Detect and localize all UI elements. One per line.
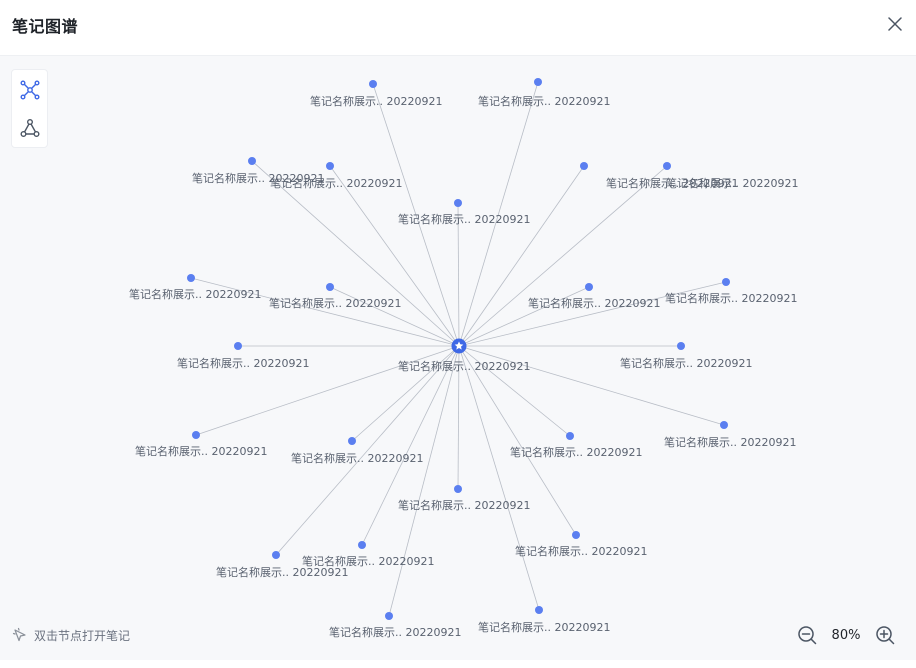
graph-edge (329, 165, 460, 347)
graph-node[interactable] (566, 432, 574, 440)
graph-node[interactable] (385, 612, 393, 620)
graph-node-label: 笔记名称展示.. 20220921 (528, 296, 660, 310)
graph-edge (457, 345, 460, 490)
graph-node-label: 笔记名称展示.. 20220921 (398, 212, 530, 226)
graph-node-label: 笔记名称展示.. 20220921 (310, 94, 442, 108)
graph-node[interactable] (720, 421, 728, 429)
hint-text: 双击节点打开笔记 (34, 628, 131, 643)
graph-node[interactable] (192, 431, 200, 439)
graph-node-label: 笔记名称展示.. 20220921 (510, 445, 642, 459)
graph-node-label: 笔记名称展示.. 20220921 (666, 176, 798, 190)
graph-edges (190, 81, 727, 617)
center-node-label: 笔记名称展示.. 20220921 (398, 359, 530, 373)
graph-node[interactable] (454, 485, 462, 493)
zoom-in-icon[interactable] (874, 624, 896, 646)
graph-node[interactable] (187, 274, 195, 282)
zoom-control: 80% (796, 624, 896, 646)
center-node[interactable]: 笔记名称展示.. 20220921 (398, 338, 530, 374)
graph-node-label: 笔记名称展示.. 20220921 (478, 94, 610, 108)
graph-edge (458, 165, 668, 347)
graph-node[interactable] (326, 283, 334, 291)
graph-edge (195, 345, 460, 436)
graph-edge (458, 345, 577, 536)
radial-layout-icon[interactable] (18, 78, 42, 102)
graph-node-label: 笔记名称展示.. 20220921 (192, 171, 324, 185)
graph-node-label: 笔记名称展示.. 20220921 (177, 356, 309, 370)
graph-edge (457, 202, 460, 347)
graph-node[interactable] (248, 157, 256, 165)
graph-node[interactable] (663, 162, 671, 170)
graph-node-label: 笔记名称展示.. 20220921 (606, 176, 738, 190)
graph-edge (372, 83, 460, 347)
graph-node-label: 笔记名称展示.. 20220921 (291, 451, 423, 465)
graph-node[interactable] (535, 606, 543, 614)
graph-node-label: 笔记名称展示.. 20220921 (329, 625, 461, 639)
graph-node[interactable] (572, 531, 580, 539)
graph-edge (251, 160, 460, 347)
graph-edge (329, 286, 460, 347)
star-icon (454, 341, 464, 350)
graph-edge (458, 281, 727, 347)
graph-edge (361, 345, 460, 546)
graph-node[interactable] (722, 278, 730, 286)
graph-node-label: 笔记名称展示.. 20220921 (135, 444, 267, 458)
zoom-out-icon[interactable] (796, 624, 818, 646)
graph-edge (458, 345, 725, 426)
graph-node-label: 笔记名称展示.. 20220921 (216, 565, 348, 579)
graph-edge (190, 277, 460, 347)
graph-node[interactable] (677, 342, 685, 350)
page-title: 笔记图谱 (12, 17, 79, 36)
graph-edge (458, 165, 585, 347)
graph-node[interactable] (234, 342, 242, 350)
pointer-click-icon (12, 627, 26, 642)
graph-node-label: 笔记名称展示.. 20220921 (129, 287, 261, 301)
dialog-header: 笔记图谱 (0, 0, 916, 56)
graph-node[interactable] (534, 78, 542, 86)
graph-node[interactable] (326, 162, 334, 170)
graph-node[interactable] (348, 437, 356, 445)
force-layout-icon[interactable] (18, 116, 42, 140)
graph-edge (275, 345, 460, 556)
graph-node-label: 笔记名称展示.. 20220921 (515, 544, 647, 558)
graph-node-label: 笔记名称展示.. 20220921 (478, 620, 610, 634)
graph-edge (458, 345, 571, 437)
graph-edge (458, 286, 590, 347)
graph-edge (458, 81, 539, 347)
graph-node-label: 笔记名称展示.. 20220921 (664, 435, 796, 449)
graph-edge (388, 345, 460, 617)
layout-toolbar (11, 69, 48, 148)
graph-node-label: 笔记名称展示.. 20220921 (269, 296, 401, 310)
graph-node[interactable] (585, 283, 593, 291)
graph-node-label: 笔记名称展示.. 20220921 (665, 291, 797, 305)
graph-node[interactable] (580, 162, 588, 170)
graph-edge (351, 345, 460, 442)
graph-node[interactable] (369, 80, 377, 88)
graph-node-label: 笔记名称展示.. 20220921 (620, 356, 752, 370)
graph-edge (458, 345, 540, 611)
graph-node[interactable] (358, 541, 366, 549)
graph-node-label: 笔记名称展示.. 20220921 (302, 554, 434, 568)
graph-node[interactable] (272, 551, 280, 559)
graph-node-label: 笔记名称展示.. 20220921 (398, 498, 530, 512)
footer-hint: 双击节点打开笔记 (12, 626, 130, 644)
graph-node-label: 笔记名称展示.. 20220921 (270, 176, 402, 190)
graph-node[interactable] (454, 199, 462, 207)
close-icon[interactable] (884, 13, 906, 35)
zoom-level: 80% (831, 627, 861, 643)
bottom-strip (0, 660, 916, 668)
